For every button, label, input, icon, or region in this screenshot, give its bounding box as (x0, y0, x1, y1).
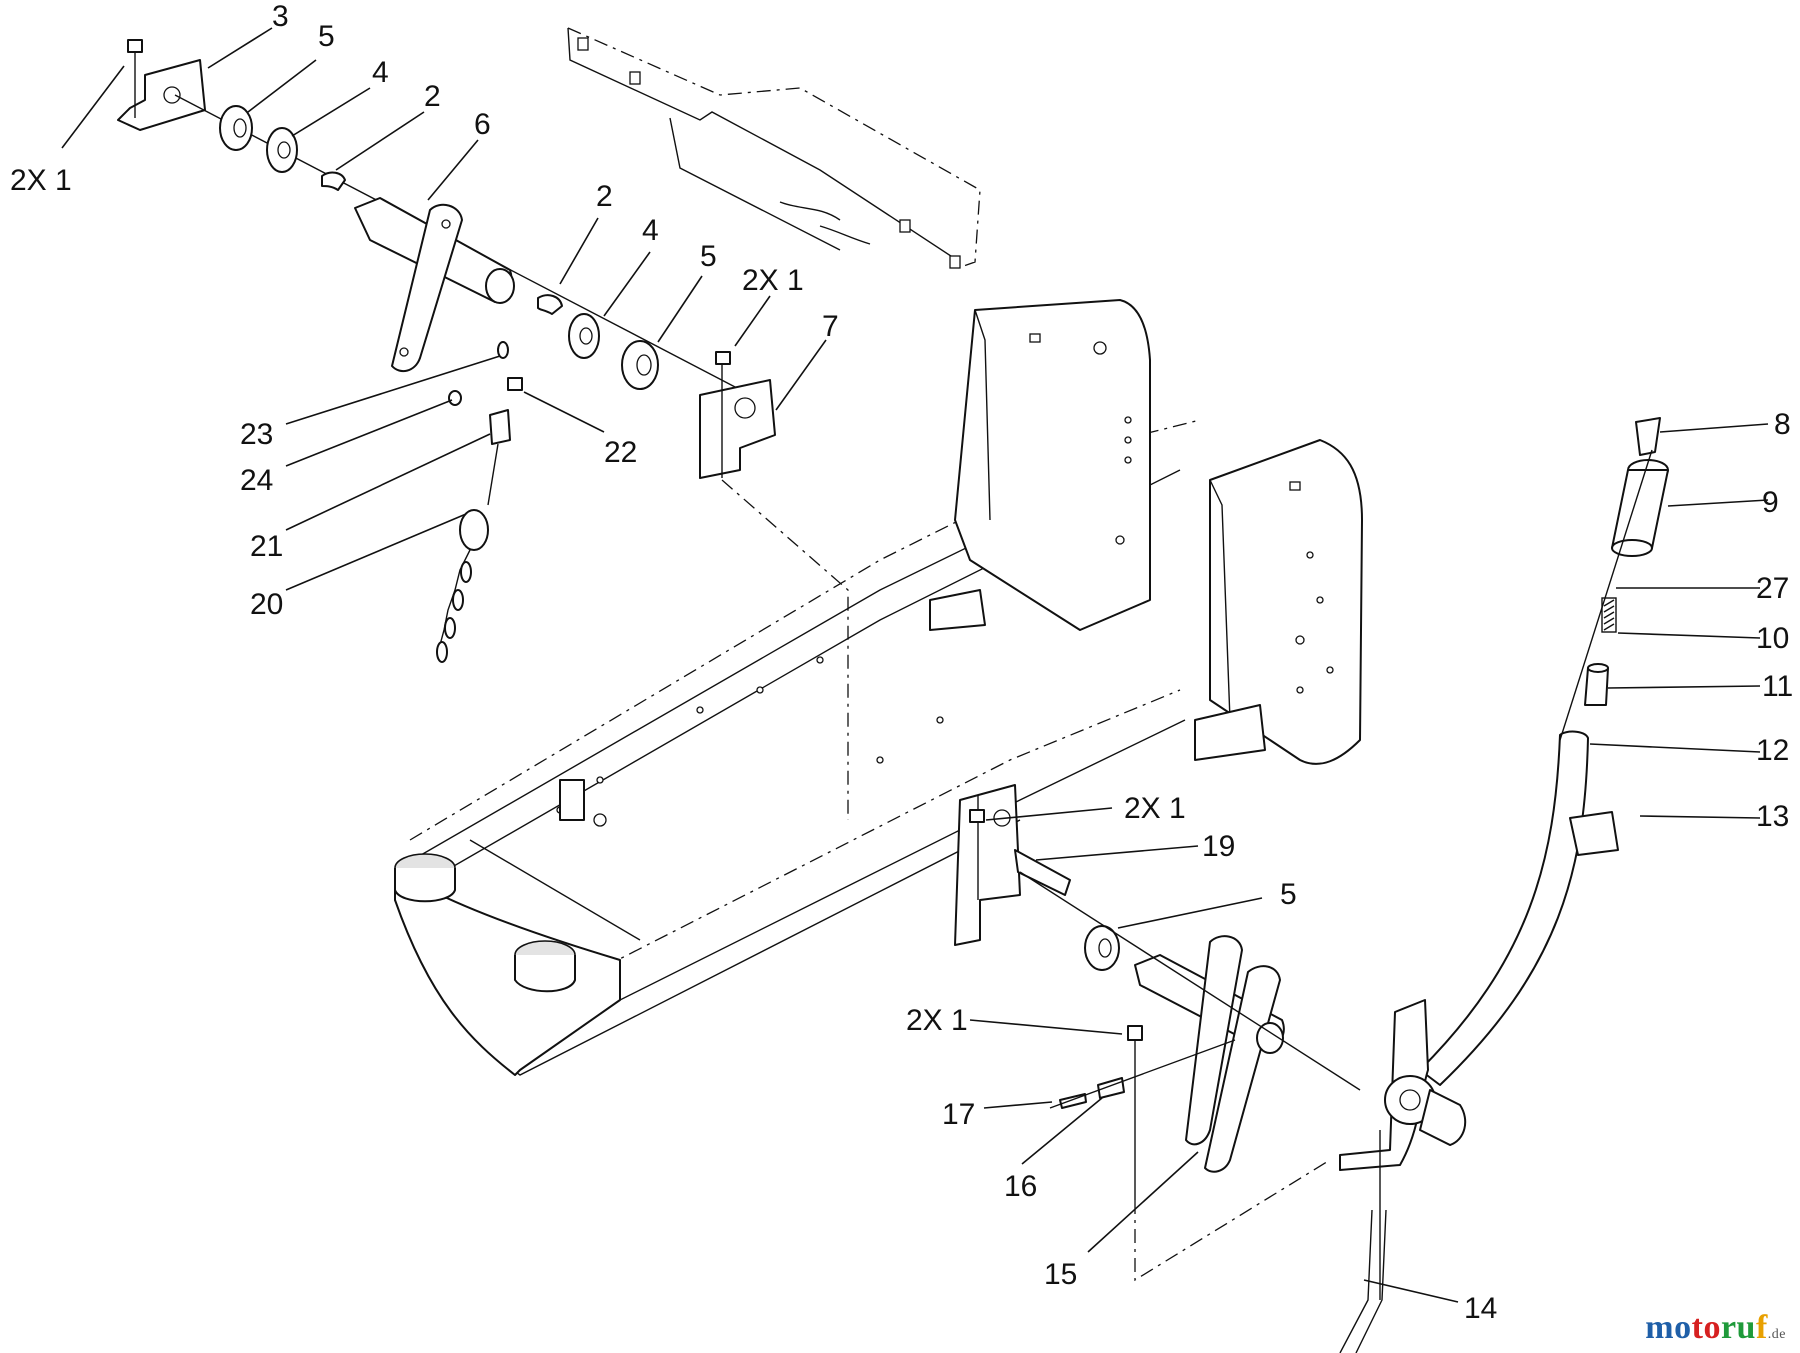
chain-assembly (436, 341, 523, 663)
callout-5-middle: 5 (700, 240, 717, 273)
callout-10: 10 (1756, 622, 1789, 655)
callout-14: 14 (1464, 1292, 1497, 1325)
callout-2-middle: 2 (596, 180, 613, 213)
decal-13 (1569, 811, 1619, 856)
callout-2x1-top-left: 2X 1 (10, 164, 72, 197)
handle-tube-12 (1419, 730, 1589, 1086)
callout-20: 20 (250, 588, 283, 621)
pin-16 (1097, 1077, 1125, 1099)
callout-17: 17 (942, 1098, 975, 1131)
bracket-7 (699, 351, 776, 479)
callout-5-lower: 5 (1280, 878, 1297, 911)
spring-10 (1601, 597, 1617, 633)
callout-11: 11 (1762, 670, 1793, 703)
callout-19: 19 (1202, 830, 1235, 863)
handle-grip-9 (1611, 459, 1669, 557)
callout-4-middle: 4 (642, 214, 659, 247)
lower-bracket-19 (954, 784, 1071, 946)
bushing-11 (1584, 663, 1609, 706)
callout-21: 21 (250, 530, 283, 563)
washer-5-middle (621, 340, 659, 390)
screw-lower (1127, 1025, 1143, 1200)
callout-22: 22 (604, 436, 637, 469)
callout-13: 13 (1756, 800, 1789, 833)
clip-2-middle (537, 294, 563, 315)
lower-dash-leader (1134, 1159, 1331, 1282)
washer-4-upper (266, 127, 298, 173)
callout-2x1-lower: 2X 1 (1124, 792, 1186, 825)
handle-knob-8 (1635, 417, 1661, 456)
callout-6: 6 (474, 108, 491, 141)
callout-labels: 3 5 4 2 6 2X 1 2 4 5 2X 1 7 23 24 22 21 … (10, 0, 1793, 1325)
handle-rod-axis (1559, 449, 1653, 741)
callout-2-upper: 2 (424, 80, 441, 113)
watermark-logo: motoruf.de (1645, 1309, 1786, 1346)
chassis-frame (394, 299, 1363, 1076)
lower-pivot-bracket (1339, 999, 1467, 1171)
callout-15: 15 (1044, 1258, 1077, 1291)
callout-9: 9 (1762, 486, 1779, 519)
callout-23: 23 (240, 418, 273, 451)
callout-24: 24 (240, 464, 273, 497)
washer-4-middle (568, 313, 600, 359)
callout-3: 3 (272, 0, 289, 33)
callout-27: 27 (1756, 572, 1789, 605)
upper-bracket-3 (117, 39, 206, 131)
callout-5-upper: 5 (318, 20, 335, 53)
pin-axis (1049, 1039, 1236, 1109)
leader-lines (61, 27, 1769, 1303)
washer-5-lower (1084, 925, 1120, 971)
callout-16: 16 (1004, 1170, 1037, 1203)
clip-2-upper (321, 171, 346, 191)
shaft-lever-6 (354, 197, 515, 373)
cable-14 (1339, 1130, 1387, 1353)
callout-4-upper: 4 (372, 56, 389, 89)
callout-8: 8 (1774, 408, 1791, 441)
lower-shaft-axis (1019, 871, 1361, 1091)
callout-12: 12 (1756, 734, 1789, 767)
callout-2x1-middle: 2X 1 (742, 264, 804, 297)
lower-lever-15 (1134, 935, 1285, 1173)
washer-5-upper (219, 105, 253, 151)
callout-7: 7 (822, 310, 839, 343)
callout-2x1-bottom: 2X 1 (906, 1004, 968, 1037)
upper-frame-plate (567, 27, 981, 269)
